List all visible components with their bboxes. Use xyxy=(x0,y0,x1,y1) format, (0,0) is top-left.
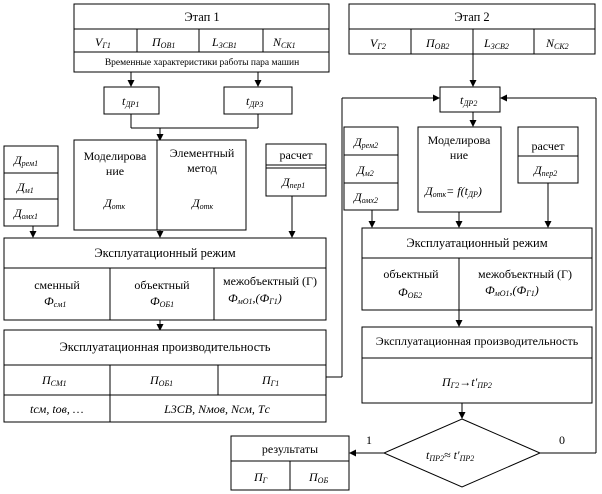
left-calc-block: расчет Дпер1 xyxy=(265,143,327,197)
svg-text:Элементный: Элементный xyxy=(170,146,235,160)
svg-text:метод: метод xyxy=(187,161,217,175)
svg-text:межобъектный (Г): межобъектный (Г) xyxy=(223,274,317,288)
svg-text:ФмО1,(ФГ1): ФмО1,(ФГ1) xyxy=(485,283,539,298)
stage1-param-l3sv1: L3СВ1 xyxy=(211,35,237,50)
svg-text:результаты: результаты xyxy=(262,442,318,456)
svg-text:Домх2: Домх2 xyxy=(353,190,378,205)
tdp2-box: tДР2 xyxy=(439,86,501,113)
tdp1-box: tДР1 xyxy=(103,86,160,115)
svg-text:ПОВ2: ПОВ2 xyxy=(425,36,449,51)
svg-text:tДР1: tДР1 xyxy=(122,94,139,109)
left-modeling-block: Моделирова ние Элементный метод Дотк Дот… xyxy=(73,139,247,231)
svg-text:L3CB, Nмов, Nсм, Tс: L3CB, Nмов, Nсм, Tс xyxy=(163,402,271,416)
tdp3-box: tДР3 xyxy=(223,86,293,115)
svg-text:Дотк= f(tДР): Дотк= f(tДР) xyxy=(424,184,482,199)
svg-text:объектный: объектный xyxy=(134,278,190,292)
svg-text:сменный: сменный xyxy=(34,278,80,292)
svg-text:Дрем2: Дрем2 xyxy=(353,135,378,150)
svg-text:NСК2: NСК2 xyxy=(545,36,569,51)
stage2-title: Этап 2 xyxy=(454,10,489,24)
input-dm1: Дм1 xyxy=(16,180,34,195)
svg-text:Дм2: Дм2 xyxy=(356,163,374,178)
svg-text:ФОБ1: ФОБ1 xyxy=(150,294,174,309)
svg-text:ПОБ1: ПОБ1 xyxy=(149,373,173,388)
svg-text:ФОБ2: ФОБ2 xyxy=(398,285,422,300)
input-drem1: Дрем1 xyxy=(13,153,38,168)
svg-text:Моделирова: Моделирова xyxy=(428,133,491,147)
stage1-title: Этап 1 xyxy=(184,10,219,24)
decision-yes-label: 1 xyxy=(366,433,372,447)
svg-text:ние: ние xyxy=(106,164,124,178)
svg-text:tПР2≈ t′ПР2: tПР2≈ t′ПР2 xyxy=(426,448,474,463)
svg-text:ПГ1: ПГ1 xyxy=(261,373,279,388)
svg-text:Дпер2: Дпер2 xyxy=(533,163,557,178)
svg-text:L3СВ2: L3СВ2 xyxy=(483,36,509,51)
svg-text:расчет: расчет xyxy=(531,139,565,153)
stage1-param-vg1: VГ1 xyxy=(95,35,111,50)
svg-text:VГ2: VГ2 xyxy=(370,36,386,51)
svg-text:Фсм1: Фсм1 xyxy=(44,294,66,309)
left-exploit-mode-block: Эксплуатационный режим сменный Фсм1 объе… xyxy=(3,237,327,321)
svg-text:Эксплуатационный режим: Эксплуатационный режим xyxy=(94,246,235,260)
left-modeling-dotk: Дотк xyxy=(103,196,125,211)
right-productivity-block: Эксплуатационная производительность ПГ2→… xyxy=(361,326,593,404)
stage1-block: Этап 1 VГ1 ПОВ1 L3СВ1 NСК1 Временные хар… xyxy=(73,3,330,73)
svg-text:ПГ: ПГ xyxy=(253,470,268,485)
stage1-param-pov1: ПОВ1 xyxy=(151,35,175,50)
svg-text:Дпер1: Дпер1 xyxy=(281,175,305,190)
decision-diamond: tПР2≈ t′ПР2 xyxy=(382,418,542,488)
svg-text:межобъектный (Г): межобъектный (Г) xyxy=(478,267,572,281)
stage1-caption: Временные характеристики работы пара маш… xyxy=(105,57,299,68)
svg-text:объектный: объектный xyxy=(383,267,439,281)
svg-text:Эксплуатационный режим: Эксплуатационный режим xyxy=(406,236,547,250)
input-domh1: Домх1 xyxy=(13,206,38,221)
right-calc-block: расчет Дпер2 xyxy=(517,126,579,184)
right-exploit-mode-block: Эксплуатационный режим объектный ФОБ2 ме… xyxy=(361,227,593,311)
left-element-dotk: Дотк xyxy=(191,196,213,211)
svg-text:расчет: расчет xyxy=(279,148,313,162)
stage1-param-nsk1: NСК1 xyxy=(272,35,296,50)
svg-text:tсм, tов, …: tсм, tов, … xyxy=(30,402,84,416)
svg-text:tДР2: tДР2 xyxy=(460,93,477,108)
svg-text:ПОБ: ПОБ xyxy=(308,470,328,485)
svg-text:ПГ2→t′ПР2: ПГ2→t′ПР2 xyxy=(441,375,492,390)
svg-text:Эксплуатационная производитель: Эксплуатационная производительность xyxy=(60,340,271,354)
svg-text:ПСМ1: ПСМ1 xyxy=(41,373,67,388)
svg-text:Эксплуатационная производитель: Эксплуатационная производительность xyxy=(376,334,579,348)
svg-text:ФмО1,(ФГ1): ФмО1,(ФГ1) xyxy=(228,291,282,306)
decision-no-label: 0 xyxy=(559,433,565,447)
svg-text:tДР3: tДР3 xyxy=(246,94,263,109)
right-inputs-column: Дрем2 Дм2 Домх2 xyxy=(343,126,399,211)
right-modeling-block: Моделирова ние Дотк= f(tДР) xyxy=(417,126,502,213)
left-inputs-column: Дрем1 Дм1 Домх1 xyxy=(3,145,59,227)
left-productivity-block: Эксплуатационная производительность ПСМ1… xyxy=(3,329,327,423)
svg-text:Моделирова: Моделирова xyxy=(84,149,147,163)
stage2-block: Этап 2 VГ2 ПОВ2 L3СВ2 NСК2 xyxy=(348,3,596,55)
results-block: результаты ПГ ПОБ xyxy=(230,435,350,491)
svg-text:ние: ние xyxy=(450,148,468,162)
